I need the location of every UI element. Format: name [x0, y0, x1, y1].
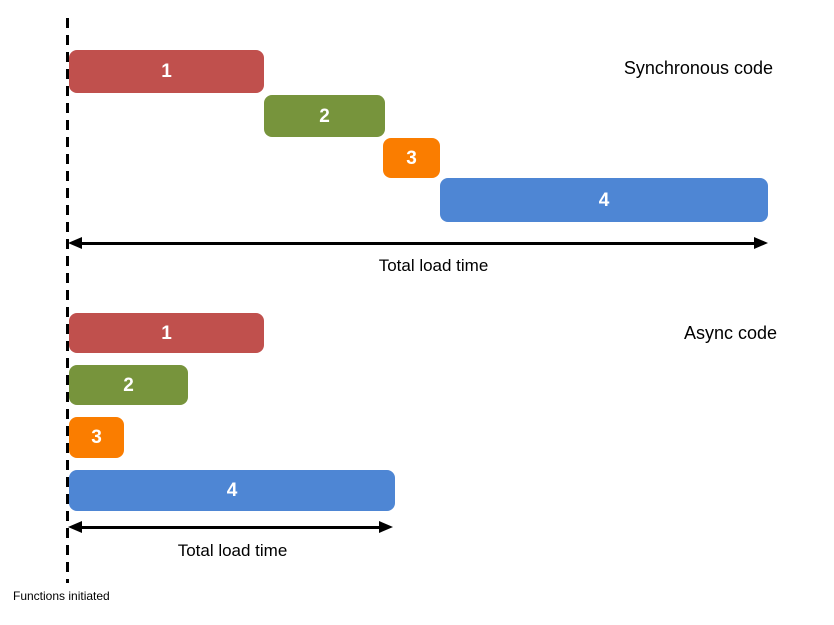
functions-initiated-label: Functions initiated	[13, 589, 110, 603]
functions-initiated-dashed-line	[66, 18, 69, 583]
arrow-left-head-icon	[68, 237, 82, 249]
sync-section-title: Synchronous code	[623, 58, 773, 78]
arrow-shaft	[78, 526, 383, 529]
sync-total-load-time-label: Total load time	[378, 256, 489, 275]
async-total-load-time-label: Total load time	[177, 541, 288, 560]
task-bar-async-2: 2	[69, 365, 188, 405]
arrow-left-head-icon	[68, 521, 82, 533]
task-bar-async-4: 4	[69, 470, 395, 511]
task-bar-sync-1: 1	[69, 50, 264, 93]
task-bar-async-1: 1	[69, 313, 264, 353]
async-section-title: Async code	[683, 323, 777, 343]
async-total-load-time-arrow	[68, 521, 393, 534]
task-bar-sync-4: 4	[440, 178, 768, 222]
task-bar-sync-2: 2	[264, 95, 385, 137]
arrow-right-head-icon	[754, 237, 768, 249]
task-bar-async-3: 3	[69, 417, 124, 458]
arrow-shaft	[78, 242, 758, 245]
sync-total-load-time-arrow	[68, 237, 768, 250]
task-bar-sync-3: 3	[383, 138, 440, 178]
arrow-right-head-icon	[379, 521, 393, 533]
